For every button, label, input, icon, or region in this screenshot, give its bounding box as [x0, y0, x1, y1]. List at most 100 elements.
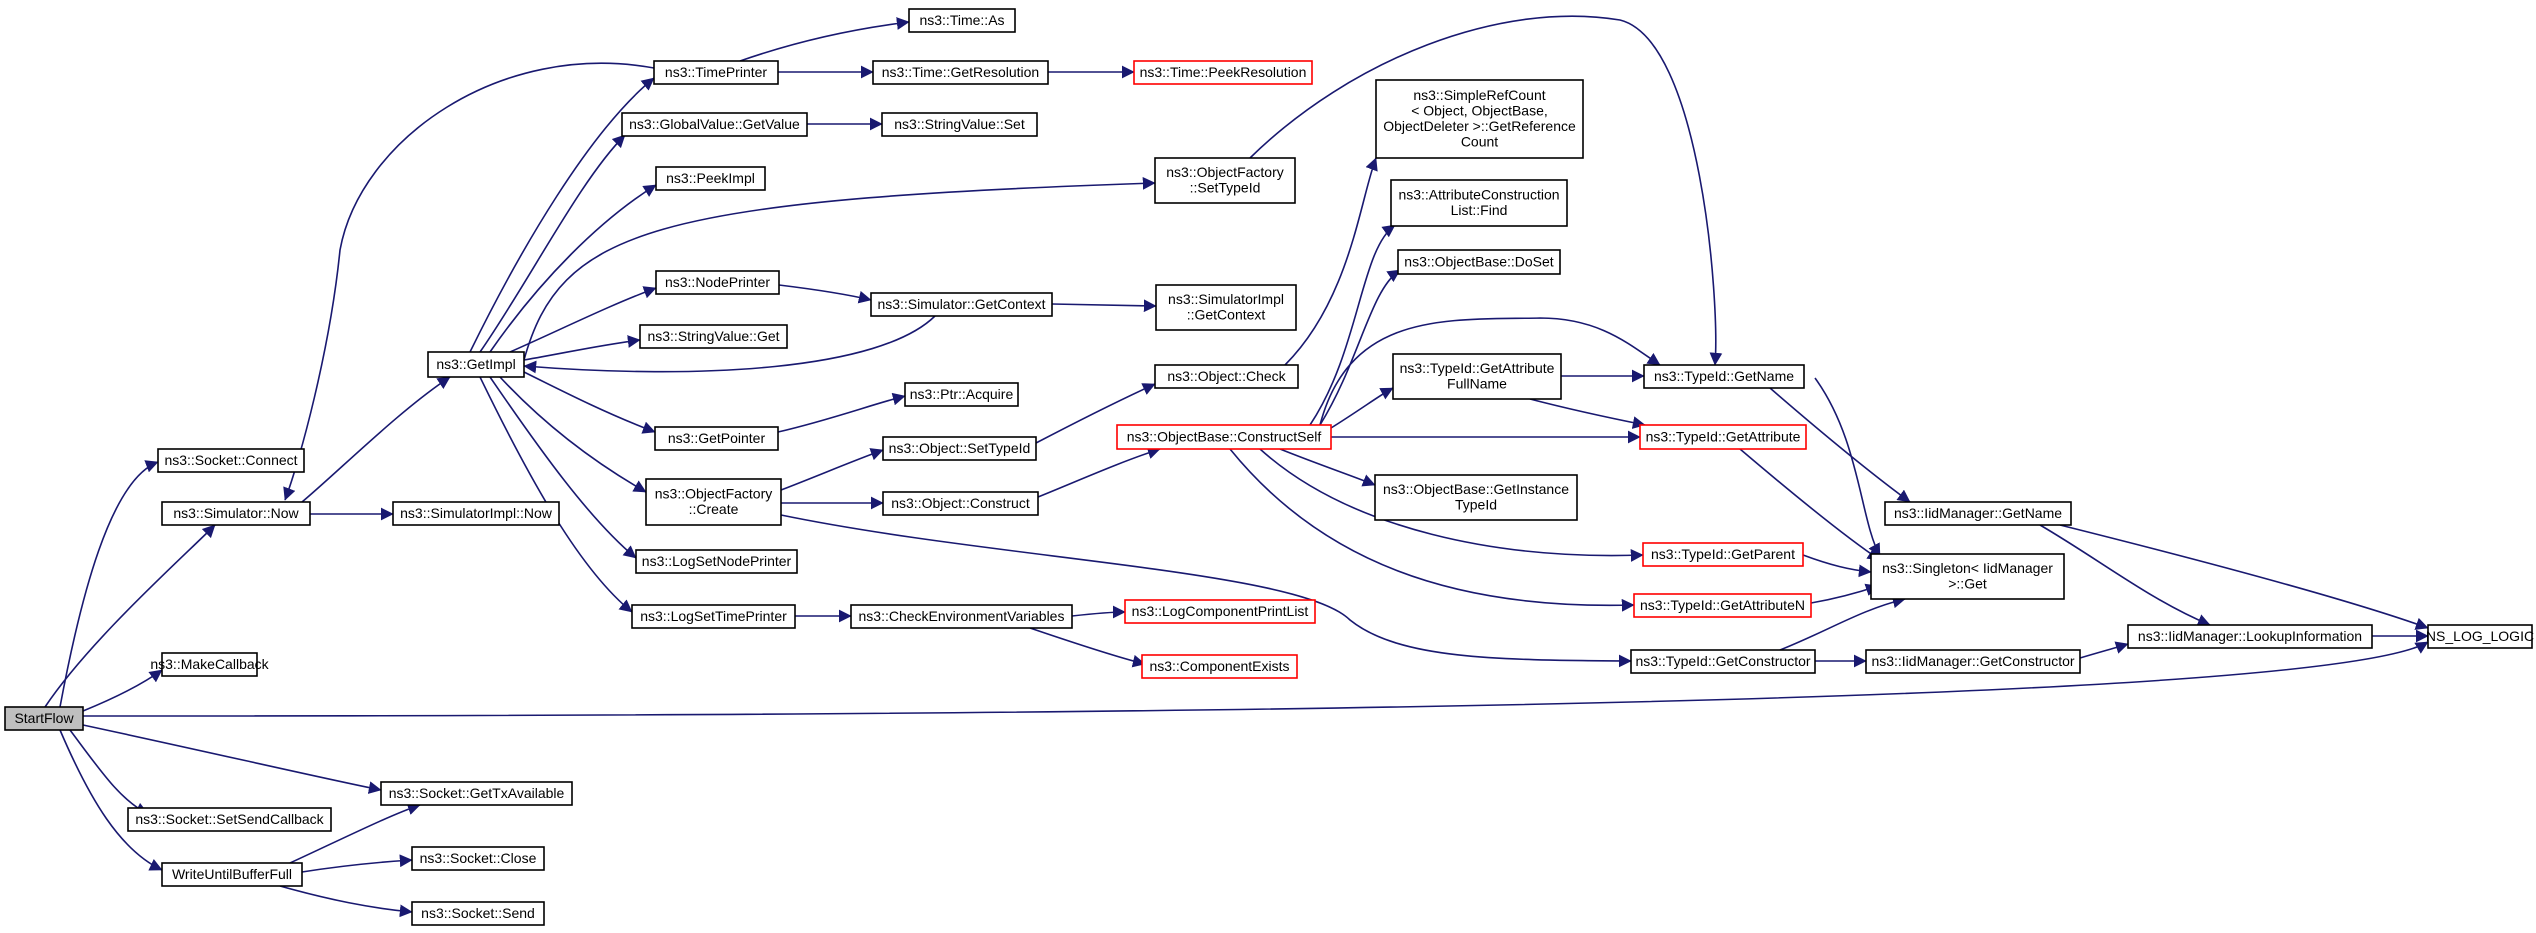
- node-sockSend[interactable]: ns3::Socket::Send: [411, 901, 545, 926]
- edge-simNow-to-getImpl: [301, 376, 451, 503]
- node-box: [380, 781, 573, 806]
- node-label: < Object, ObjectBase,: [1411, 103, 1548, 119]
- edge-objBaseConstructSelf-to-tidGetParent: [1259, 448, 1644, 562]
- node-box: [1154, 364, 1299, 389]
- node-strValGet[interactable]: ns3::StringValue::Get: [639, 324, 788, 349]
- node-box: [1154, 157, 1296, 204]
- node-box: [882, 491, 1039, 516]
- node-box: [1397, 249, 1561, 275]
- node-singletonGet[interactable]: ns3::Singleton< IidManager>::Get: [1870, 553, 2065, 600]
- node-ptrAcquire[interactable]: ns3::Ptr::Acquire: [904, 382, 1019, 407]
- node-iidGetName[interactable]: ns3::IidManager::GetName: [1884, 501, 2072, 526]
- edge-getImpl-to-nodePrinter: [509, 286, 657, 353]
- node-start[interactable]: StartFlow: [4, 706, 84, 731]
- node-compExists[interactable]: ns3::ComponentExists: [1141, 654, 1298, 679]
- node-label: ns3::GetImpl: [436, 356, 515, 372]
- node-label: ns3::SimpleRefCount: [1413, 87, 1545, 103]
- edge-writeUntil-to-sockGetTx: [289, 802, 421, 864]
- edge-writeUntil-to-sockSend: [279, 885, 413, 918]
- node-logSetNode[interactable]: ns3::LogSetNodePrinter: [635, 549, 798, 574]
- node-label: ns3::Time::GetResolution: [882, 64, 1039, 80]
- node-label: ns3::SimulatorImpl: [1168, 291, 1284, 307]
- node-sockConnect[interactable]: ns3::Socket::Connect: [157, 448, 305, 473]
- node-peekImpl[interactable]: ns3::PeekImpl: [655, 166, 766, 191]
- node-label: ns3::Singleton< IidManager: [1882, 560, 2053, 576]
- node-nodePrinter[interactable]: ns3::NodePrinter: [655, 270, 780, 295]
- node-label: ns3::StringValue::Get: [647, 328, 779, 344]
- nodes-layer: StartFlowns3::Socket::Connectns3::Simula…: [4, 8, 2534, 926]
- node-label: ObjectDeleter >::GetReference: [1383, 118, 1576, 134]
- node-iidLookup[interactable]: ns3::IidManager::LookupInformation: [2127, 624, 2373, 649]
- node-sockGetTx[interactable]: ns3::Socket::GetTxAvailable: [380, 781, 573, 806]
- node-simImplGetCtx[interactable]: ns3::SimulatorImpl::GetContext: [1155, 284, 1297, 331]
- node-logSetTime[interactable]: ns3::LogSetTimePrinter: [631, 604, 796, 629]
- node-box: [2427, 624, 2533, 649]
- node-box: [904, 382, 1019, 407]
- node-label: ns3::Time::PeekResolution: [1140, 64, 1307, 80]
- node-label: ns3::Object::Construct: [891, 495, 1030, 511]
- node-getImpl[interactable]: ns3::GetImpl: [427, 351, 525, 378]
- node-getPointer[interactable]: ns3::GetPointer: [654, 426, 779, 451]
- node-objCheck[interactable]: ns3::Object::Check: [1154, 364, 1299, 389]
- node-box: [872, 60, 1049, 85]
- node-tidGetCtor[interactable]: ns3::TypeId::GetConstructor: [1630, 649, 1816, 674]
- node-tidGetParent[interactable]: ns3::TypeId::GetParent: [1642, 542, 1804, 567]
- node-timeGetRes[interactable]: ns3::Time::GetResolution: [872, 60, 1049, 85]
- edge-start-to-sockGetTx: [82, 724, 382, 794]
- edge-checkEnv-to-logCompPrint: [1071, 605, 1126, 619]
- node-tidGetAttr[interactable]: ns3::TypeId::GetAttribute: [1639, 424, 1807, 450]
- node-gvGetValue[interactable]: ns3::GlobalValue::GetValue: [621, 112, 808, 137]
- node-tidGetName[interactable]: ns3::TypeId::GetName: [1643, 364, 1805, 389]
- node-box: [1155, 284, 1297, 331]
- edge-start-to-simNow: [44, 524, 216, 708]
- node-sockSetSend[interactable]: ns3::Socket::SetSendCallback: [127, 807, 332, 832]
- node-checkEnv[interactable]: ns3::CheckEnvironmentVariables: [850, 604, 1073, 629]
- edges-layer: [44, 15, 2429, 918]
- node-timePrinter[interactable]: ns3::TimePrinter: [653, 60, 779, 85]
- node-simNow[interactable]: ns3::Simulator::Now: [161, 501, 311, 526]
- node-objFactCreate[interactable]: ns3::ObjectFactory::Create: [645, 478, 782, 526]
- edge-objBaseConstructSelf-to-tidGetAttrN: [1229, 448, 1635, 612]
- node-box: [1633, 593, 1812, 618]
- node-label: ns3::CheckEnvironmentVariables: [859, 608, 1065, 624]
- node-writeUntil[interactable]: WriteUntilBufferFull: [161, 862, 303, 887]
- node-simGetCtx[interactable]: ns3::Simulator::GetContext: [870, 292, 1053, 317]
- node-strValSet[interactable]: ns3::StringValue::Set: [881, 112, 1038, 137]
- node-box: [1884, 501, 2072, 526]
- node-box: [2127, 624, 2373, 649]
- node-sockClose[interactable]: ns3::Socket::Close: [411, 846, 545, 871]
- node-box: [161, 501, 311, 526]
- node-objBaseConstructSelf[interactable]: ns3::ObjectBase::ConstructSelf: [1116, 424, 1332, 450]
- node-box: [1870, 553, 2065, 600]
- node-box: [655, 270, 780, 295]
- node-objConstruct[interactable]: ns3::Object::Construct: [882, 491, 1039, 516]
- node-timeAs[interactable]: ns3::Time::As: [908, 8, 1016, 33]
- node-nsLogLogic[interactable]: NS_LOG_LOGIC: [2426, 624, 2534, 649]
- node-box: [1133, 60, 1313, 85]
- edge-tidGetParent-to-singletonGet: [1802, 554, 1872, 578]
- node-simImplNow[interactable]: ns3::SimulatorImpl::Now: [392, 501, 560, 526]
- node-objBaseDoSet[interactable]: ns3::ObjectBase::DoSet: [1397, 249, 1561, 275]
- edge-getImpl-to-objFactSetTid: [523, 177, 1156, 361]
- edge-simGetCtx-to-simImplGetCtx: [1051, 299, 1157, 313]
- node-box: [653, 60, 779, 85]
- edge-objSetTid-to-objCheck: [1035, 383, 1156, 444]
- node-label: >::Get: [1948, 576, 1987, 592]
- node-objSetTid[interactable]: ns3::Object::SetTypeId: [882, 436, 1037, 461]
- node-iidGetCtor[interactable]: ns3::IidManager::GetConstructor: [1865, 649, 2081, 674]
- node-label: ns3::Socket::Send: [421, 905, 535, 921]
- node-makeCb[interactable]: ns3::MakeCallback: [150, 652, 270, 677]
- node-objFactSetTid[interactable]: ns3::ObjectFactory::SetTypeId: [1154, 157, 1296, 204]
- node-simpleRefCount[interactable]: ns3::SimpleRefCount< Object, ObjectBase,…: [1375, 79, 1584, 159]
- node-box: [1643, 364, 1805, 389]
- node-logCompPrint[interactable]: ns3::LogComponentPrintList: [1124, 599, 1316, 624]
- edge-getImpl-to-peekImpl: [489, 184, 657, 353]
- node-timePeekRes[interactable]: ns3::Time::PeekResolution: [1133, 60, 1313, 85]
- node-box: [161, 652, 258, 677]
- node-label: ns3::GetPointer: [668, 430, 766, 446]
- node-label: ns3::Socket::Close: [420, 850, 537, 866]
- node-tidGetAttrN[interactable]: ns3::TypeId::GetAttributeN: [1633, 593, 1812, 618]
